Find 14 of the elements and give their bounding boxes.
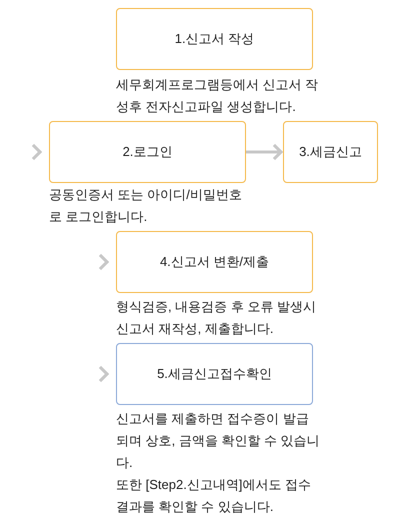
step-box: 4.신고서 변환/제출 (116, 231, 313, 293)
step-box: 2.로그인 (49, 121, 246, 183)
chevron-arrow (98, 366, 110, 382)
step-description: 신고서를 제출하면 접수증이 발급되며 상호, 금액을 확인할 수 있습니다. (116, 410, 321, 472)
step-box: 1.신고서 작성 (116, 8, 313, 70)
step-description: 공동인증서 또는 아이디/비밀번호로 로그인합니다. (49, 186, 243, 226)
chevron-arrow (244, 144, 284, 160)
step-box: 5.세금신고접수확인 (116, 343, 313, 405)
step-description: 또한 [Step2.신고내역]에서도 접수 결과를 확인할 수 있습니다. (116, 476, 312, 516)
chevron-arrow (98, 254, 110, 270)
step-box: 3.세금신고 (283, 121, 378, 183)
chevron-arrow (32, 144, 42, 160)
step-description: 세무회계프로그램등에서 신고서 작성후 전자신고파일 생성합니다. (116, 76, 320, 116)
step-description: 형식검증, 내용검증 후 오류 발생시 신고서 재작성, 제출합니다. (116, 298, 318, 338)
